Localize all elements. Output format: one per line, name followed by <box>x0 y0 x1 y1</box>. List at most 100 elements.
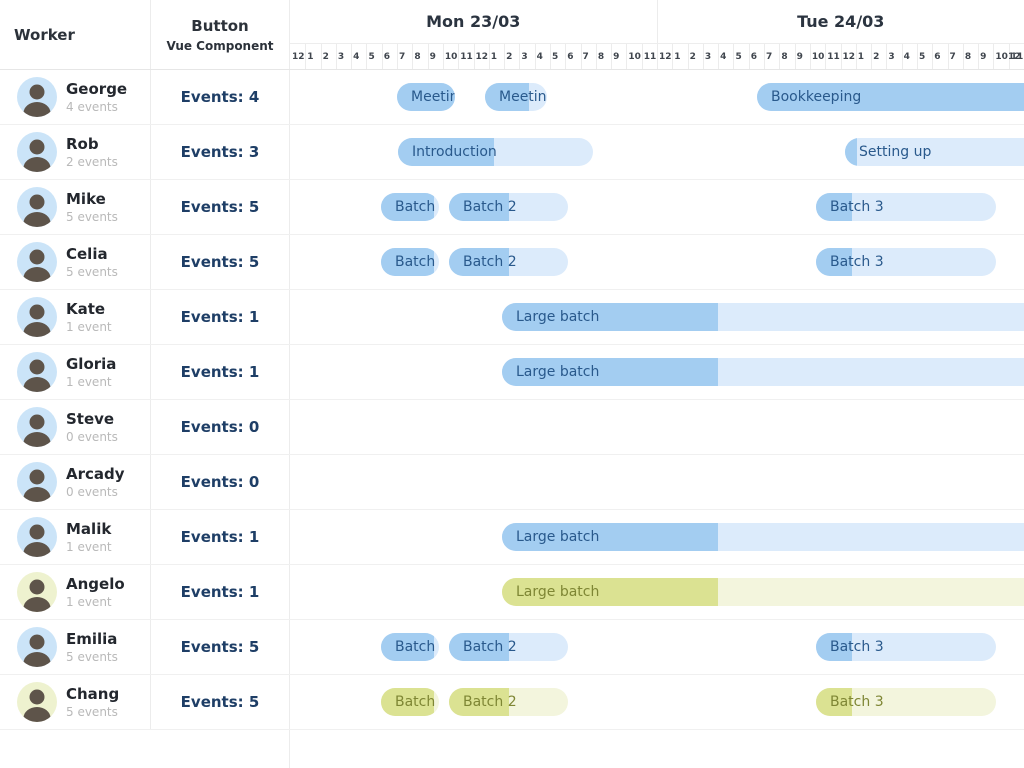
hour-tick-label: 1 <box>307 51 314 62</box>
hour-tick-label: 11 <box>1010 51 1024 62</box>
button-cell: Events: 4 <box>150 70 290 124</box>
hour-gridline <box>672 44 674 69</box>
hour-gridline <box>702 44 704 69</box>
event-bar[interactable]: Batch 1 <box>381 688 439 716</box>
hour-gridline <box>504 44 506 69</box>
hour-gridline <box>397 44 399 69</box>
button-cell: Events: 5 <box>150 235 290 289</box>
events-count-button[interactable]: Events: 5 <box>180 198 260 216</box>
event-progress-fill <box>845 138 857 166</box>
worker-event-count: 5 events <box>66 650 118 665</box>
event-bar[interactable]: Large batch <box>502 578 1024 606</box>
timeline-cell: Large batch <box>290 345 1024 399</box>
button-cell: Events: 5 <box>150 180 290 234</box>
hour-tick-label: 6 <box>750 51 758 62</box>
avatar <box>17 242 57 282</box>
event-bar[interactable]: Setting up <box>845 138 1024 166</box>
worker-name: Malik <box>66 519 112 538</box>
event-bar[interactable]: Large batch <box>502 523 1024 551</box>
event-bar[interactable]: Batch 2 <box>449 688 568 716</box>
events-count-button[interactable]: Events: 0 <box>180 473 260 491</box>
event-bar[interactable]: Batch 2 <box>449 193 568 221</box>
events-count-button[interactable]: Events: 1 <box>180 528 260 546</box>
hour-tick-label: 5 <box>368 51 375 62</box>
button-column-subtitle: Vue Component <box>166 38 274 53</box>
avatar-photo <box>23 359 51 392</box>
event-progress-fill <box>816 193 852 221</box>
day-header-row: Mon 23/03 Tue 24/03 <box>290 0 1024 44</box>
events-count-button[interactable]: Events: 5 <box>180 693 260 711</box>
events-count-button[interactable]: Events: 5 <box>180 253 260 271</box>
events-count-button[interactable]: Events: 4 <box>180 88 260 106</box>
event-label: Bookkeeping <box>771 89 862 105</box>
hour-gridline <box>427 44 429 69</box>
events-count-button[interactable]: Events: 1 <box>180 308 260 326</box>
hour-tick-label: 4 <box>903 51 910 62</box>
event-bar[interactable]: Batch 1 <box>381 633 439 661</box>
hour-tick-label: 2 <box>873 51 880 62</box>
event-bar[interactable]: Bookkeeping <box>757 83 1024 111</box>
event-bar[interactable]: Large batch <box>502 358 1024 386</box>
avatar-photo <box>23 579 51 612</box>
hour-gridline <box>764 44 766 69</box>
event-bar[interactable]: Introduction <box>398 138 593 166</box>
event-bar[interactable]: Batch 3 <box>816 633 996 661</box>
timeline-cell: Introduction Setting up <box>290 125 1024 179</box>
events-count-button[interactable]: Events: 1 <box>180 583 260 601</box>
events-count-button[interactable]: Events: 3 <box>180 143 260 161</box>
timeline-cell <box>290 400 1024 454</box>
event-bar[interactable]: Batch 2 <box>449 248 568 276</box>
events-count-button[interactable]: Events: 0 <box>180 418 260 436</box>
event-bar[interactable]: Batch 3 <box>816 688 996 716</box>
event-label: Introduction <box>412 144 497 160</box>
timeline-cell: Large batch <box>290 510 1024 564</box>
hour-tick-label: 1 <box>857 51 865 62</box>
hour-gridline <box>595 44 597 69</box>
worker-name: Emilia <box>66 629 118 648</box>
avatar-photo <box>23 524 51 557</box>
worker-row: Emilia 5 events Events: 5 Batch 1 Batch 2 Bat… <box>0 620 1024 675</box>
event-label: Batch 2 <box>463 694 517 710</box>
avatar <box>17 132 57 172</box>
event-bar[interactable]: Meeting <box>485 83 547 111</box>
worker-event-count: 1 event <box>66 595 112 610</box>
event-label: Large batch <box>516 309 600 325</box>
event-bar[interactable]: Batch 1 <box>381 193 439 221</box>
event-bar[interactable]: Batch 1 <box>381 248 439 276</box>
avatar <box>17 517 57 557</box>
hour-gridline <box>947 44 949 69</box>
hour-gridline <box>871 44 873 69</box>
hour-gridline <box>519 44 521 69</box>
event-progress-fill <box>381 633 434 661</box>
timeline-cell: Batch 1 Batch 2 Batch 3 <box>290 235 1024 289</box>
worker-event-count: 5 events <box>66 705 118 720</box>
events-count-button[interactable]: Events: 1 <box>180 363 260 381</box>
event-bar[interactable]: Batch 3 <box>816 248 996 276</box>
hour-gridline <box>901 44 903 69</box>
hour-gridline <box>611 44 613 69</box>
hour-tick-label: 8 <box>414 51 421 62</box>
event-bar[interactable]: Batch 2 <box>449 633 568 661</box>
worker-name: Mike <box>66 189 106 208</box>
hour-gridline <box>978 44 980 69</box>
avatar <box>17 352 57 392</box>
event-bar[interactable]: Meeting <box>397 83 455 111</box>
event-bar[interactable]: Large batch <box>502 303 1024 331</box>
events-count-button[interactable]: Events: 5 <box>180 638 260 656</box>
event-bar[interactable]: Batch 3 <box>816 193 996 221</box>
